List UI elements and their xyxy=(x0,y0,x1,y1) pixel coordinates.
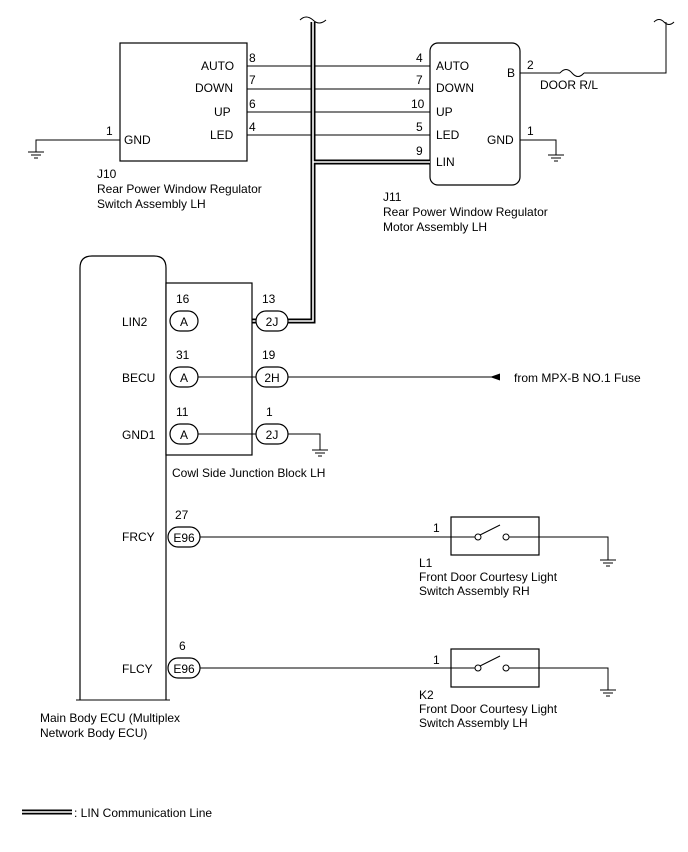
ecu-conn-becu-label: A xyxy=(180,371,188,385)
door-rl-fuse-icon xyxy=(559,69,585,77)
k2-ground-symbol xyxy=(600,689,616,697)
k2-code: K2 xyxy=(419,688,434,702)
junction-conn-19-label: 2H xyxy=(264,371,279,385)
ecu-box xyxy=(79,255,167,700)
j10-gnd-num: 1 xyxy=(106,124,113,138)
becu-feed-arrow-icon xyxy=(490,373,500,381)
junction-block-label: Cowl Side Junction Block LH xyxy=(172,466,325,480)
l1-box xyxy=(450,516,540,556)
l1-gnd-wire xyxy=(539,536,609,560)
j11-pin-lin-label: LIN xyxy=(436,155,455,169)
becu-from-label: from MPX-B NO.1 Fuse xyxy=(514,371,641,385)
lin-break-icon xyxy=(299,16,327,24)
j10-gnd-wire xyxy=(35,139,120,152)
ecu-pin-flcy-label: FLCY xyxy=(122,662,153,676)
junction-pin-19-num: 19 xyxy=(262,348,276,362)
j11-pin-auto-num: 4 xyxy=(416,51,423,65)
j11-ground-symbol xyxy=(548,154,564,162)
junction-pin-1-num: 1 xyxy=(266,405,273,419)
j10-pin-led-label: LED xyxy=(210,128,234,142)
ecu-pin-lin2-num: 16 xyxy=(176,292,190,306)
j11-pin-down-num: 7 xyxy=(416,73,423,87)
junction-ground-symbol xyxy=(312,449,328,457)
j10-name-line1: Rear Power Window Regulator xyxy=(97,182,262,196)
j11-b-label: B xyxy=(507,66,515,80)
j10-pin-led-num: 4 xyxy=(249,120,256,134)
l1-pin-num: 1 xyxy=(433,521,440,535)
j11-name-line1: Rear Power Window Regulator xyxy=(383,205,548,219)
j10-ground-symbol xyxy=(28,151,44,159)
j10-pin-up-num: 6 xyxy=(249,97,256,111)
k2-name-line2: Switch Assembly LH xyxy=(419,716,528,730)
j11-pin-auto-label: AUTO xyxy=(436,59,469,73)
junction-pin-13-num: 13 xyxy=(262,292,276,306)
ecu-pin-gnd1-num: 11 xyxy=(176,405,189,419)
ecu-pin-lin2-label: LIN2 xyxy=(122,315,148,329)
j11-pin-led-label: LED xyxy=(436,128,460,142)
j10-pin-up-label: UP xyxy=(214,105,231,119)
ecu-conn-lin2-label: A xyxy=(180,315,188,329)
j10-pin-auto-num: 8 xyxy=(249,51,256,65)
j11-pin-lin-num: 9 xyxy=(416,144,423,158)
ecu-pin-gnd1-label: GND1 xyxy=(122,428,156,442)
l1-name-line2: Switch Assembly RH xyxy=(419,584,530,598)
j10-box xyxy=(119,42,248,162)
ecu-name-line1: Main Body ECU (Multiplex xyxy=(40,711,180,725)
junction-gnd-wire xyxy=(288,433,321,450)
j11-code: J11 xyxy=(383,190,402,204)
ecu-conn-gnd1-label: A xyxy=(180,428,188,442)
ecu-pin-flcy-num: 6 xyxy=(179,639,186,653)
k2-name-line1: Front Door Courtesy Light xyxy=(419,702,558,716)
j11-gnd-wire xyxy=(520,139,557,155)
j10-name-line2: Switch Assembly LH xyxy=(97,197,206,211)
door-rl-break-icon xyxy=(653,19,675,25)
j11-b-num: 2 xyxy=(527,58,534,72)
ecu-pin-becu-label: BECU xyxy=(122,371,155,385)
j10-pin-down-num: 7 xyxy=(249,73,256,87)
j10-code: J10 xyxy=(97,167,117,181)
j11-gnd-label: GND xyxy=(487,133,514,147)
j11-box xyxy=(429,42,521,186)
junction-conn-1-label: 2J xyxy=(266,428,279,442)
j10-pin-auto-label: AUTO xyxy=(201,59,234,73)
ecu-name-line2: Network Body ECU) xyxy=(40,726,147,740)
j11-gnd-num: 1 xyxy=(527,124,534,138)
k2-switch-icon xyxy=(451,655,539,672)
k2-gnd-wire xyxy=(539,667,609,690)
ecu-conn-flcy-label: E96 xyxy=(173,662,195,676)
junction-conn-13 xyxy=(255,310,289,332)
ecu-conn-lin2 xyxy=(169,310,199,332)
l1-switch-icon xyxy=(451,524,539,541)
j11-pin-up-num: 10 xyxy=(411,97,425,111)
j11-pin-down-label: DOWN xyxy=(436,81,474,95)
junction-conn-13-label: 2J xyxy=(266,315,279,329)
k2-pin-num: 1 xyxy=(433,653,440,667)
l1-name-line1: Front Door Courtesy Light xyxy=(419,570,558,584)
j11-name-line2: Motor Assembly LH xyxy=(383,220,487,234)
j10-gnd-label: GND xyxy=(124,133,151,147)
ecu-pin-frcy-num: 27 xyxy=(175,508,189,522)
ecu-pin-frcy-label: FRCY xyxy=(122,530,155,544)
legend-lin-label: : LIN Communication Line xyxy=(74,806,212,820)
j11-pin-led-num: 5 xyxy=(416,120,423,134)
l1-code: L1 xyxy=(419,556,433,570)
ecu-conn-frcy-label: E96 xyxy=(173,531,195,545)
l1-ground-symbol xyxy=(600,559,616,567)
door-rl-wire xyxy=(584,22,667,74)
ecu-pin-becu-num: 31 xyxy=(176,348,190,362)
j10-pin-down-label: DOWN xyxy=(195,81,233,95)
j11-pin-up-label: UP xyxy=(436,105,453,119)
door-rl-label: DOOR R/L xyxy=(540,78,598,92)
